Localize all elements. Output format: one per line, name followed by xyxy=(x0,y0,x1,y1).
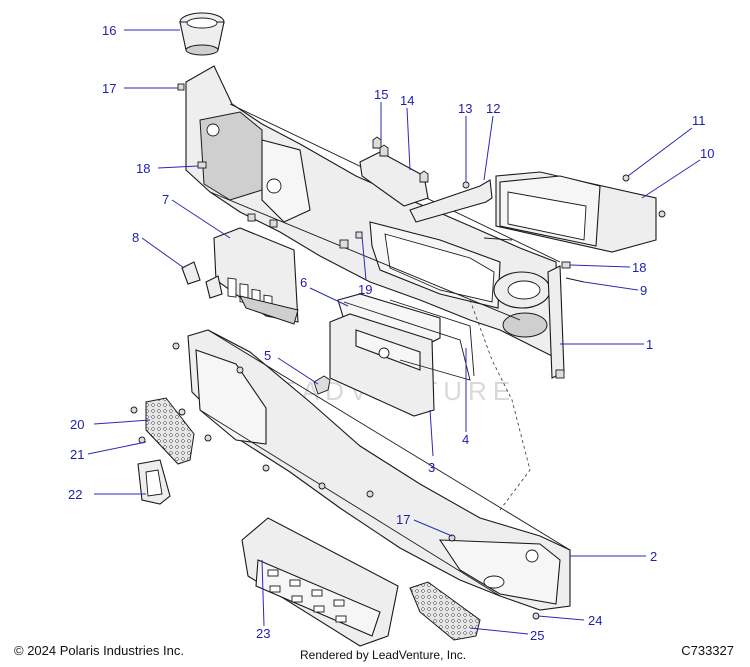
diagram-code: C733327 xyxy=(681,643,734,658)
callout-4: 4 xyxy=(462,432,469,447)
clips-8 xyxy=(181,261,223,299)
callout-13: 13 xyxy=(458,101,472,116)
callout-7: 7 xyxy=(162,192,169,207)
callout-2: 2 xyxy=(650,549,657,564)
callout-11: 11 xyxy=(692,113,706,128)
callout-19: 19 xyxy=(358,282,372,297)
bracket-12 xyxy=(409,179,493,223)
callout-labels: 16 17 18 7 8 15 14 13 12 11 10 18 9 19 6… xyxy=(68,23,714,643)
callout-8: 8 xyxy=(132,230,139,245)
callout-3: 3 xyxy=(428,460,435,475)
callout-10: 10 xyxy=(700,146,714,161)
callout-24: 24 xyxy=(588,613,602,628)
bracket-14 xyxy=(359,136,429,207)
callout-17-upper: 17 xyxy=(102,81,116,96)
switch-panel-7 xyxy=(213,227,299,325)
callout-23: 23 xyxy=(256,626,270,641)
copyright-notice: © 2024 Polaris Industries Inc. xyxy=(14,643,184,658)
leader-lines xyxy=(87,29,701,635)
callout-9: 9 xyxy=(640,283,647,298)
bezel-22 xyxy=(137,459,171,505)
rendered-by-credit: Rendered by LeadVenture, Inc. xyxy=(300,648,467,662)
fasteners-lower xyxy=(172,342,456,542)
callout-16: 16 xyxy=(102,23,116,38)
grille-25 xyxy=(409,581,540,641)
cup-holder-16 xyxy=(179,12,225,56)
callout-25: 25 xyxy=(530,628,544,643)
fastener-5 xyxy=(313,375,331,395)
callout-20: 20 xyxy=(70,417,84,432)
glove-box-assembly xyxy=(329,293,475,417)
callout-15: 15 xyxy=(374,87,388,102)
lower-grille-23 xyxy=(241,517,399,647)
upper-dash-panel xyxy=(185,65,565,379)
grille-20 xyxy=(130,397,195,465)
lower-dash-panel xyxy=(187,299,571,611)
callout-18-left: 18 xyxy=(136,161,150,176)
callout-1: 1 xyxy=(646,337,653,352)
callout-5: 5 xyxy=(264,348,271,363)
callout-6: 6 xyxy=(300,275,307,290)
callout-14: 14 xyxy=(400,93,414,108)
callout-18-right: 18 xyxy=(632,260,646,275)
callout-21: 21 xyxy=(70,447,84,462)
callout-17-lower: 17 xyxy=(396,512,410,527)
display-housing-10 xyxy=(483,171,666,253)
callout-12: 12 xyxy=(486,101,500,116)
callout-22: 22 xyxy=(68,487,82,502)
